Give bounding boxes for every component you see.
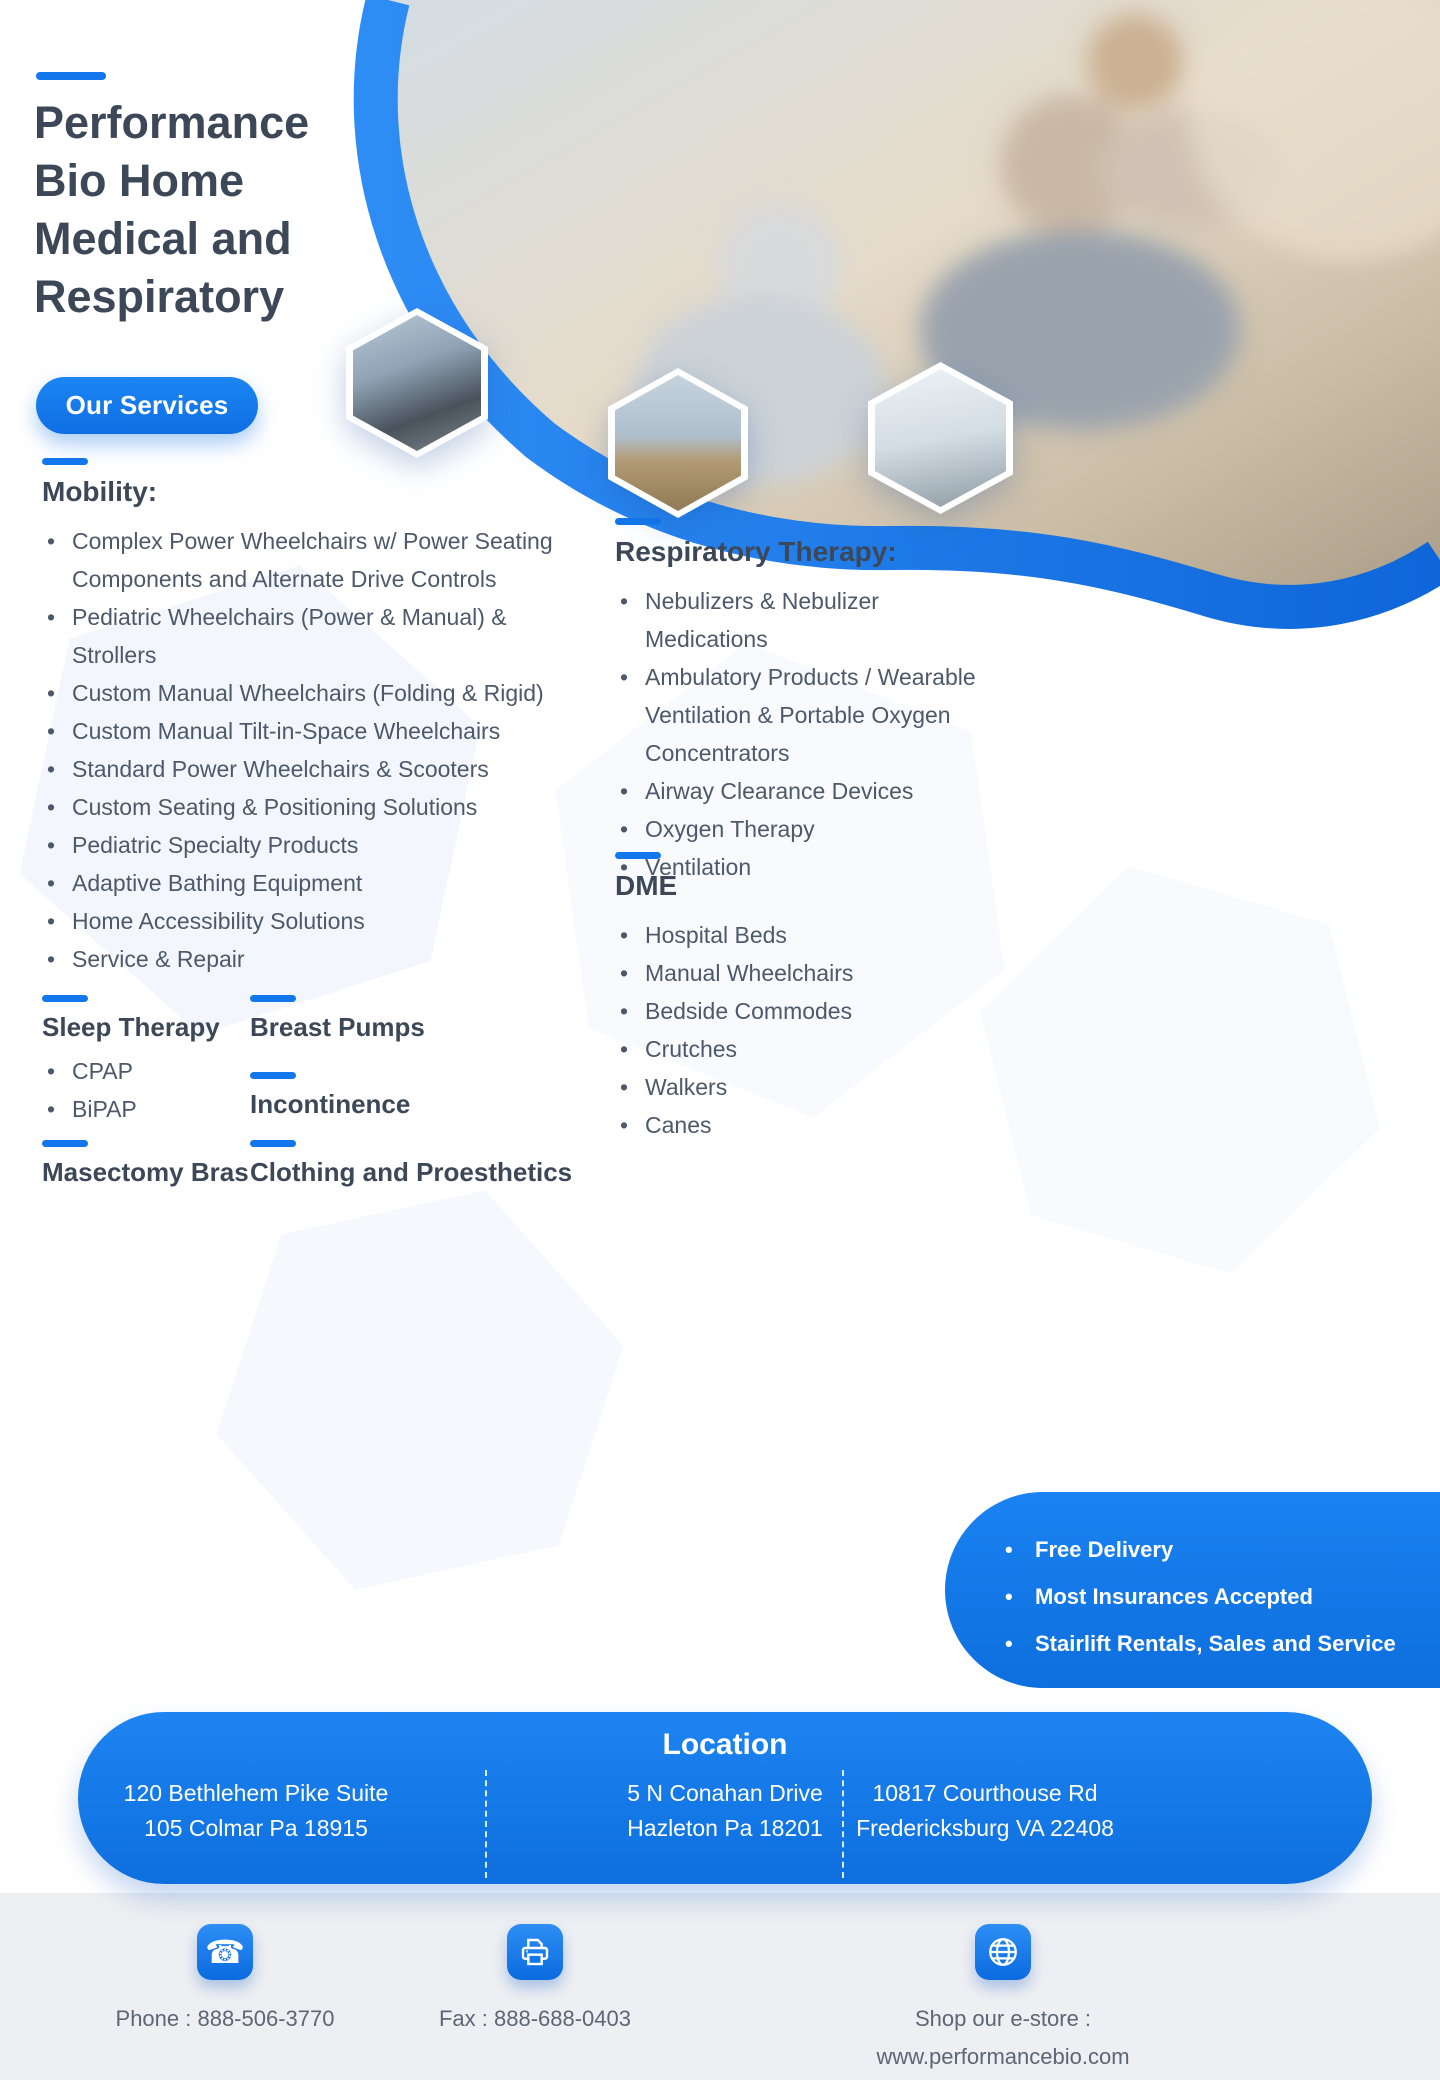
mobility-list: Complex Power Wheelchairs w/ Power Seati…	[42, 522, 590, 978]
address-line-2: Fredericksburg VA 22408	[856, 1815, 1114, 1841]
accent-line	[42, 458, 88, 465]
phone-label: Phone : 888-506-3770	[115, 2006, 335, 2031]
blue-swoosh	[353, 0, 1440, 629]
fax-label: Fax : 888-688-0403	[438, 2006, 632, 2031]
accent-line	[615, 518, 661, 525]
list-item: Most Insurances Accepted	[993, 1573, 1440, 1620]
list-item: Bedside Commodes	[615, 992, 1007, 1030]
dme-list: Hospital BedsManual WheelchairsBedside C…	[615, 916, 1007, 1144]
list-item: CPAP	[42, 1052, 242, 1090]
list-item: Canes	[615, 1106, 1007, 1144]
phone-icon: ☎	[197, 1924, 253, 1980]
footer-band	[0, 1893, 1440, 2080]
accent-line	[250, 1140, 296, 1147]
list-item: Adaptive Bathing Equipment	[42, 864, 590, 902]
estore-label: Shop our e-store : www.performancebio.co…	[823, 2000, 1183, 2076]
list-item: Oxygen Therapy	[615, 810, 1007, 848]
mobility-heading: Mobility:	[42, 476, 158, 507]
address: 5 N Conahan Drive Hazleton Pa 18201	[545, 1776, 905, 1846]
accent-line	[42, 995, 88, 1002]
list-item: Hospital Beds	[615, 916, 1007, 954]
sleep-therapy-heading: Sleep Therapy	[42, 1012, 220, 1042]
hex-photo-power-wheelchair	[346, 308, 488, 458]
list-item: Crutches	[615, 1030, 1007, 1068]
list-item: Complex Power Wheelchairs w/ Power Seati…	[42, 522, 590, 598]
list-item: BiPAP	[42, 1090, 242, 1128]
respiratory-heading: Respiratory Therapy:	[615, 536, 897, 567]
list-item: Standard Power Wheelchairs & Scooters	[42, 750, 590, 788]
address-line-1: 10817 Courthouse Rd	[872, 1780, 1098, 1806]
list-item: Stairlift Rentals, Sales and Service	[993, 1620, 1440, 1667]
list-item: Airway Clearance Devices	[615, 772, 1007, 810]
address-line-2: Hazleton Pa 18201	[627, 1815, 823, 1841]
page-title: Performance Bio Home Medical and Respira…	[34, 97, 310, 322]
masectomy-bras-heading: Masectomy Bras	[42, 1157, 249, 1187]
clothing-prosthetics-heading: Clothing and Proesthetics	[250, 1157, 573, 1187]
accent-line	[615, 852, 661, 859]
location-heading: Location	[662, 1728, 788, 1761]
accent-line	[42, 1140, 88, 1147]
divider	[485, 1770, 487, 1878]
estore-url[interactable]: www.performancebio.com	[876, 2044, 1130, 2069]
list-item: Ambulatory Products / Wearable Ventilati…	[615, 658, 1007, 772]
address-line-1: 5 N Conahan Drive	[627, 1780, 823, 1806]
address-line-1: 120 Bethlehem Pike Suite	[123, 1780, 389, 1806]
list-item: Custom Manual Tilt-in-Space Wheelchairs	[42, 712, 590, 750]
sleep-therapy-list: CPAPBiPAP	[42, 1052, 242, 1128]
list-item: Pediatric Wheelchairs (Power & Manual) &…	[42, 598, 590, 674]
list-item: Service & Repair	[42, 940, 590, 978]
list-item: Manual Wheelchairs	[615, 954, 1007, 992]
breast-pumps-heading: Breast Pumps	[250, 1012, 425, 1042]
estore-line-1: Shop our e-store :	[914, 2006, 1092, 2031]
location-banner: Location 120 Bethlehem Pike Suite 105 Co…	[78, 1712, 1372, 1884]
accent-line	[250, 995, 296, 1002]
list-item: Custom Manual Wheelchairs (Folding & Rig…	[42, 674, 590, 712]
dme-heading: DME	[615, 870, 678, 901]
features-list: Free DeliveryMost Insurances AcceptedSta…	[993, 1526, 1440, 1667]
features-banner: Free DeliveryMost Insurances AcceptedSta…	[945, 1492, 1440, 1688]
list-item: Ventilation	[615, 848, 1007, 886]
list-item: Pediatric Specialty Products	[42, 826, 590, 864]
hex-photo-walker-wheelchair	[868, 362, 1013, 514]
fax-icon	[507, 1924, 563, 1980]
our-services-button[interactable]: Our Services	[36, 377, 258, 434]
list-item: Nebulizers & Nebulizer Medications	[615, 582, 1007, 658]
divider	[842, 1770, 844, 1878]
hex-photo-mobility-scooter	[608, 368, 748, 518]
address: 120 Bethlehem Pike Suite 105 Colmar Pa 1…	[78, 1776, 434, 1846]
respiratory-list: Nebulizers & Nebulizer MedicationsAmbula…	[615, 582, 1007, 886]
accent-line	[36, 72, 106, 80]
address: 10817 Courthouse Rd Fredericksburg VA 22…	[805, 1776, 1165, 1846]
globe-icon	[975, 1924, 1031, 1980]
list-item: Free Delivery	[993, 1526, 1440, 1573]
list-item: Custom Seating & Positioning Solutions	[42, 788, 590, 826]
incontinence-heading: Incontinence	[250, 1089, 411, 1119]
list-item: Walkers	[615, 1068, 1007, 1106]
accent-line	[250, 1072, 296, 1079]
list-item: Home Accessibility Solutions	[42, 902, 590, 940]
address-line-2: 105 Colmar Pa 18915	[144, 1815, 368, 1841]
